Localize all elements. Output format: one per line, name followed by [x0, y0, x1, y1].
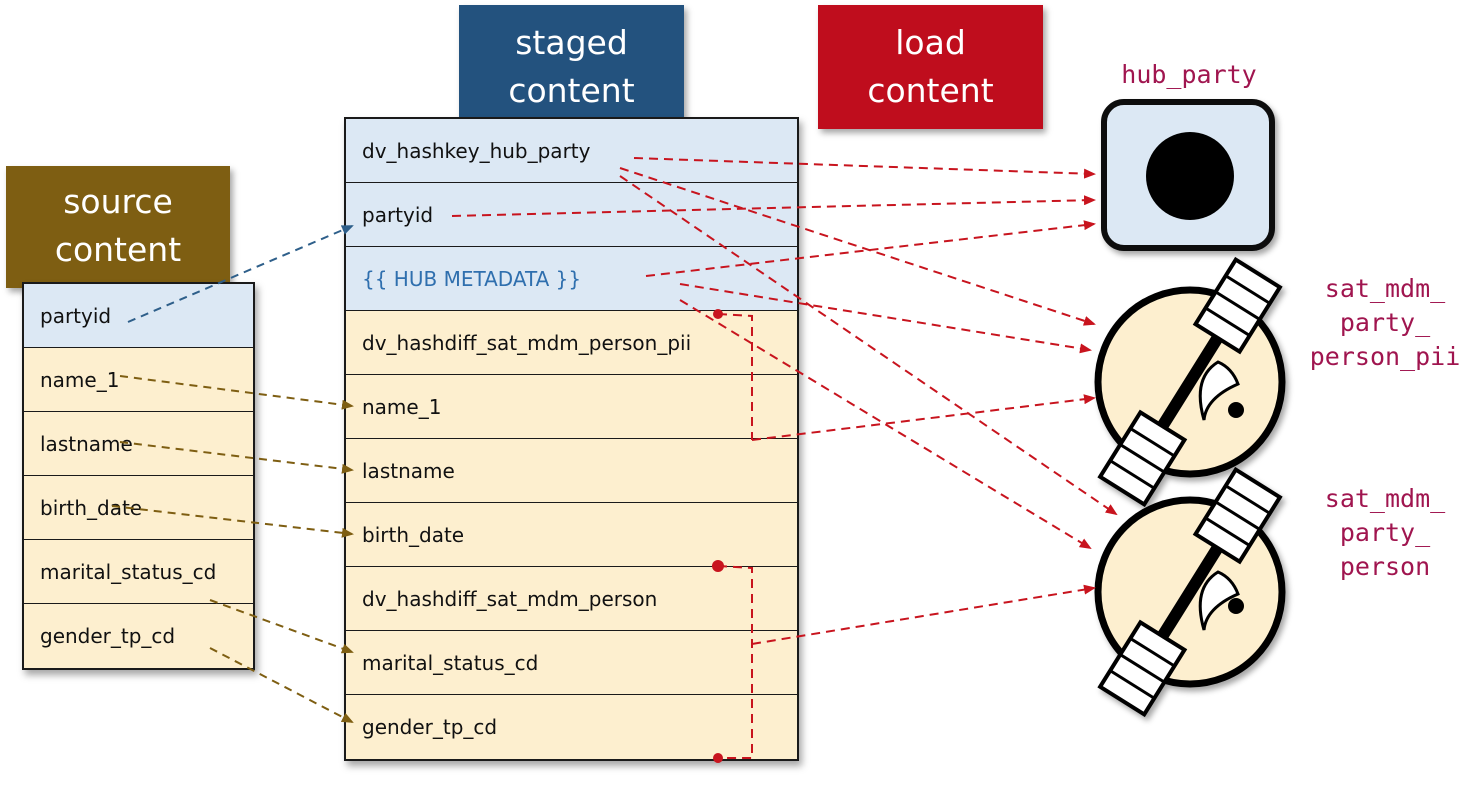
staged-row-birth-date: birth_date	[346, 503, 797, 567]
hub-icon	[1101, 99, 1275, 251]
header-line: load	[895, 23, 966, 62]
source-row-gender-tp-cd: gender_tp_cd	[40, 624, 176, 648]
arrow-partyid-to-hub	[451, 195, 1096, 217]
target-label-line: person	[1339, 552, 1431, 581]
staged-row-hashkey-hub-party: dv_hashkey_hub_party	[346, 119, 797, 183]
target-label-line: sat_mdm_	[1324, 274, 1446, 303]
arrow-metadata-to-sat-person	[679, 299, 1092, 550]
header-line: source	[63, 182, 173, 221]
load-content-header: load content	[818, 5, 1043, 129]
staged-row-lastname: lastname	[346, 439, 797, 503]
staged-row-hashdiff-person: dv_hashdiff_sat_mdm_person	[346, 567, 797, 631]
arrow-person-group-to-sat-person	[751, 584, 1096, 645]
source-row-marital-status-cd: marital_status_cd	[24, 540, 253, 604]
source-table: partyid name_1 lastname birth_date marit…	[22, 282, 255, 670]
bracket-pii	[717, 313, 753, 440]
header-line: content	[508, 71, 635, 110]
staged-row-gender-tp-cd: gender_tp_cd	[362, 715, 498, 739]
staged-content-header: staged content	[459, 5, 684, 129]
arrow-hashkey-to-sat-pii	[619, 167, 1096, 326]
staged-row-partyid: partyid	[346, 183, 797, 247]
staged-row-marital-status-cd: marital_status_cd	[346, 631, 797, 695]
arrow-lastname	[119, 441, 354, 474]
header-line: staged	[515, 23, 628, 62]
sat-person-label: sat_mdm_ party_ person	[1296, 482, 1474, 584]
staged-row-name-1: name_1	[346, 375, 797, 439]
arrow-hashkey-to-sat-person	[619, 175, 1118, 516]
header-line: content	[867, 71, 994, 110]
header-line: content	[54, 230, 182, 269]
satellite-icon	[1094, 466, 1286, 718]
source-content-header: source content	[6, 166, 230, 288]
staged-row-hashdiff-pii: dv_hashdiff_sat_mdm_person_pii	[346, 311, 797, 375]
target-label-line: sat_mdm_	[1324, 484, 1446, 513]
source-row-birth-date: birth_date	[24, 476, 253, 540]
sat-pii-label: sat_mdm_ party_ person_pii	[1296, 272, 1474, 374]
target-label-line: person_pii	[1309, 342, 1461, 371]
load-mapping-arrows	[451, 157, 1118, 759]
arrow-hashkey-to-hub	[633, 157, 1096, 179]
source-row-lastname: lastname	[24, 412, 253, 476]
bracket-dot	[713, 309, 723, 319]
bracket-person	[717, 565, 753, 759]
arrow-metadata-to-sat-pii	[679, 283, 1092, 354]
arrow-gender-tp-cd	[209, 647, 354, 723]
arrow-birth-date	[111, 505, 354, 538]
staged-row-hub-metadata: {{ HUB METADATA }}	[346, 247, 797, 311]
arrow-pii-group-to-sat-pii	[751, 394, 1096, 441]
satellite-icon	[1094, 256, 1286, 508]
arrow-metadata-to-hub	[645, 220, 1096, 277]
target-label-line: hub_party	[1121, 60, 1257, 89]
source-row-name-1: name_1	[24, 348, 253, 412]
source-row-partyid: partyid	[24, 284, 253, 348]
bracket-dot	[712, 560, 724, 572]
arrow-name-1	[119, 375, 354, 410]
target-label-line: party_	[1339, 308, 1431, 337]
target-label-line: party_	[1339, 518, 1431, 547]
arrow-partyid	[127, 225, 354, 323]
source-mapping-arrows	[111, 225, 354, 723]
staged-table: dv_hashkey_hub_party partyid {{ HUB META…	[344, 117, 799, 761]
bracket-dot	[713, 753, 723, 763]
hub-party-label: hub_party	[1104, 58, 1274, 92]
arrow-marital-status-cd	[209, 599, 354, 654]
